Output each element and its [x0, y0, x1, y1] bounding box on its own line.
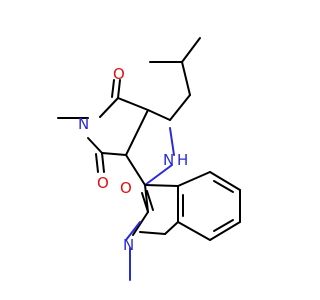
oxygen-label-lower: O: [97, 174, 109, 192]
bond: [132, 211, 149, 236]
bond: [169, 127, 175, 156]
bond: [111, 79, 115, 98]
isobutyl-group: [149, 37, 201, 121]
bond: [146, 190, 154, 211]
hydrogen-label-amine: H: [177, 151, 188, 169]
bond: [213, 219, 234, 232]
bond: [209, 221, 241, 241]
benzene-ring: [144, 171, 241, 241]
bond: [141, 192, 149, 213]
bond: [125, 221, 141, 241]
oxindole-lactam-ring: [125, 184, 166, 281]
bond: [125, 154, 146, 186]
bond: [117, 97, 149, 111]
oxygen-label-upper: O: [113, 65, 125, 83]
bond: [181, 61, 191, 96]
nitrogen-label-indole: N: [123, 236, 134, 254]
bond: [101, 152, 105, 173]
bond: [169, 94, 191, 121]
bond: [125, 109, 149, 156]
bond: [147, 109, 171, 121]
bond: [87, 137, 103, 154]
bond: [209, 171, 241, 191]
bond: [101, 152, 127, 156]
structure-canvas: O O O N N H N: [57, 37, 241, 281]
bond: [213, 180, 234, 193]
bond: [177, 171, 211, 187]
imide-ring: [57, 79, 149, 173]
bond: [99, 97, 119, 118]
bond: [144, 184, 179, 187]
bond: [181, 37, 201, 63]
bond: [117, 79, 121, 99]
nitrogen-label-amine: N: [163, 151, 174, 169]
oxygen-label-lactam: O: [120, 179, 132, 197]
bond: [177, 221, 211, 241]
molecule-structure: O O O N N H N: [57, 37, 241, 281]
bond: [164, 221, 179, 235]
pyrrolidine-ring: [125, 109, 175, 186]
bond: [95, 153, 99, 173]
bond: [139, 231, 166, 235]
bond: [144, 164, 173, 186]
atom-labels: O O O N N H N: [78, 65, 188, 254]
nitrogen-label-imide: N: [78, 115, 89, 133]
